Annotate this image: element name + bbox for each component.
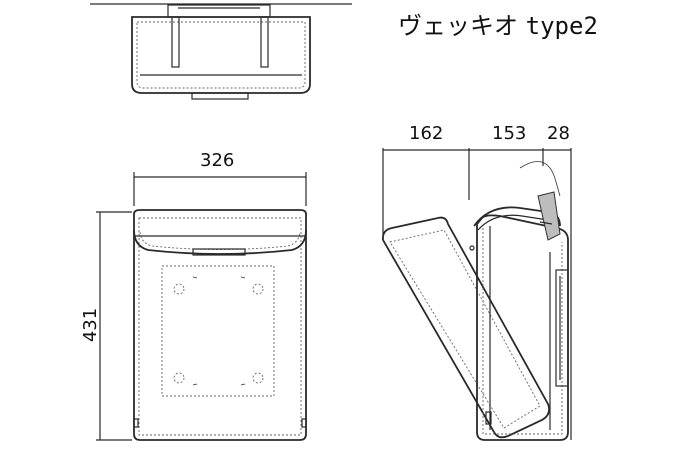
side-wall-bracket xyxy=(555,269,569,387)
side-view xyxy=(382,148,572,441)
side-handle xyxy=(537,191,561,241)
product-model: type2 xyxy=(525,12,598,40)
side-body-outline xyxy=(476,214,569,441)
top-lid-lip xyxy=(191,92,249,100)
front-mail-slot xyxy=(192,248,246,256)
height-dimension-label: 431 xyxy=(80,307,102,343)
handle-depth-label: 28 xyxy=(547,123,570,144)
lid-depth-label: 162 xyxy=(409,123,444,144)
product-name: ヴェッキオ xyxy=(398,12,518,40)
top-body-outline xyxy=(131,16,311,94)
front-view xyxy=(96,172,307,441)
top-view xyxy=(90,3,352,100)
side-open-lid xyxy=(382,216,551,439)
body-depth-label: 153 xyxy=(492,123,527,144)
front-lid-curve xyxy=(133,229,307,255)
side-top-cover xyxy=(473,206,561,227)
front-body-outline xyxy=(133,209,307,441)
front-nameplate-area xyxy=(161,265,275,397)
width-dimension-label: 326 xyxy=(200,150,235,171)
product-title: ヴェッキオ type2 xyxy=(398,6,598,41)
top-bracket xyxy=(167,4,271,18)
